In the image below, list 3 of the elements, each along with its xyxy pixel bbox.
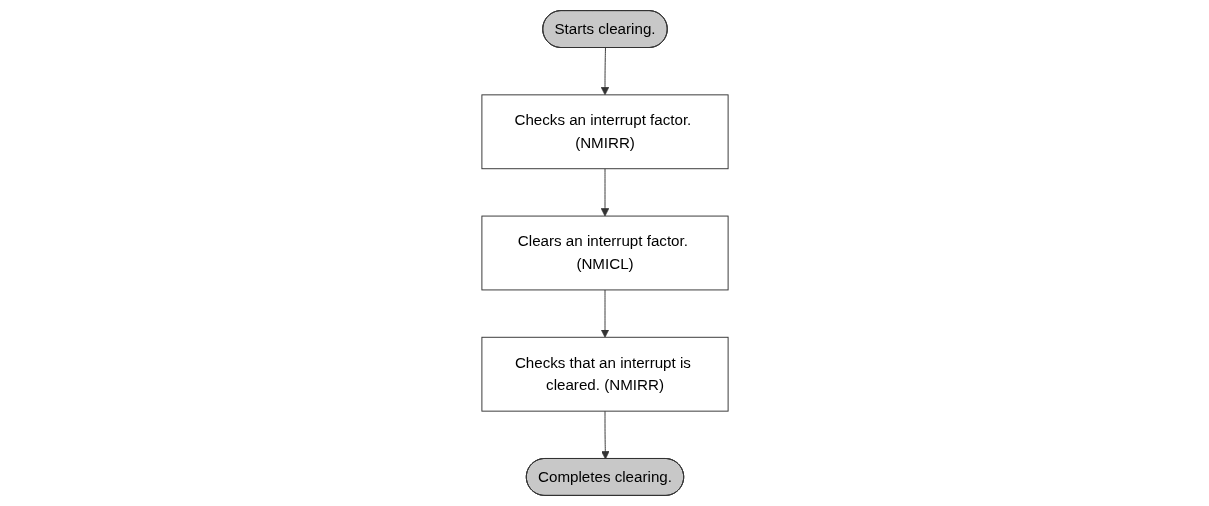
- node-box: Checks that an interrupt is cleared. (NMIRR): [480, 336, 729, 412]
- node-box: Checks an interrupt factor. (NMIRR): [480, 94, 729, 170]
- node-box: Clears an interrupt factor. (NMICL): [480, 215, 729, 291]
